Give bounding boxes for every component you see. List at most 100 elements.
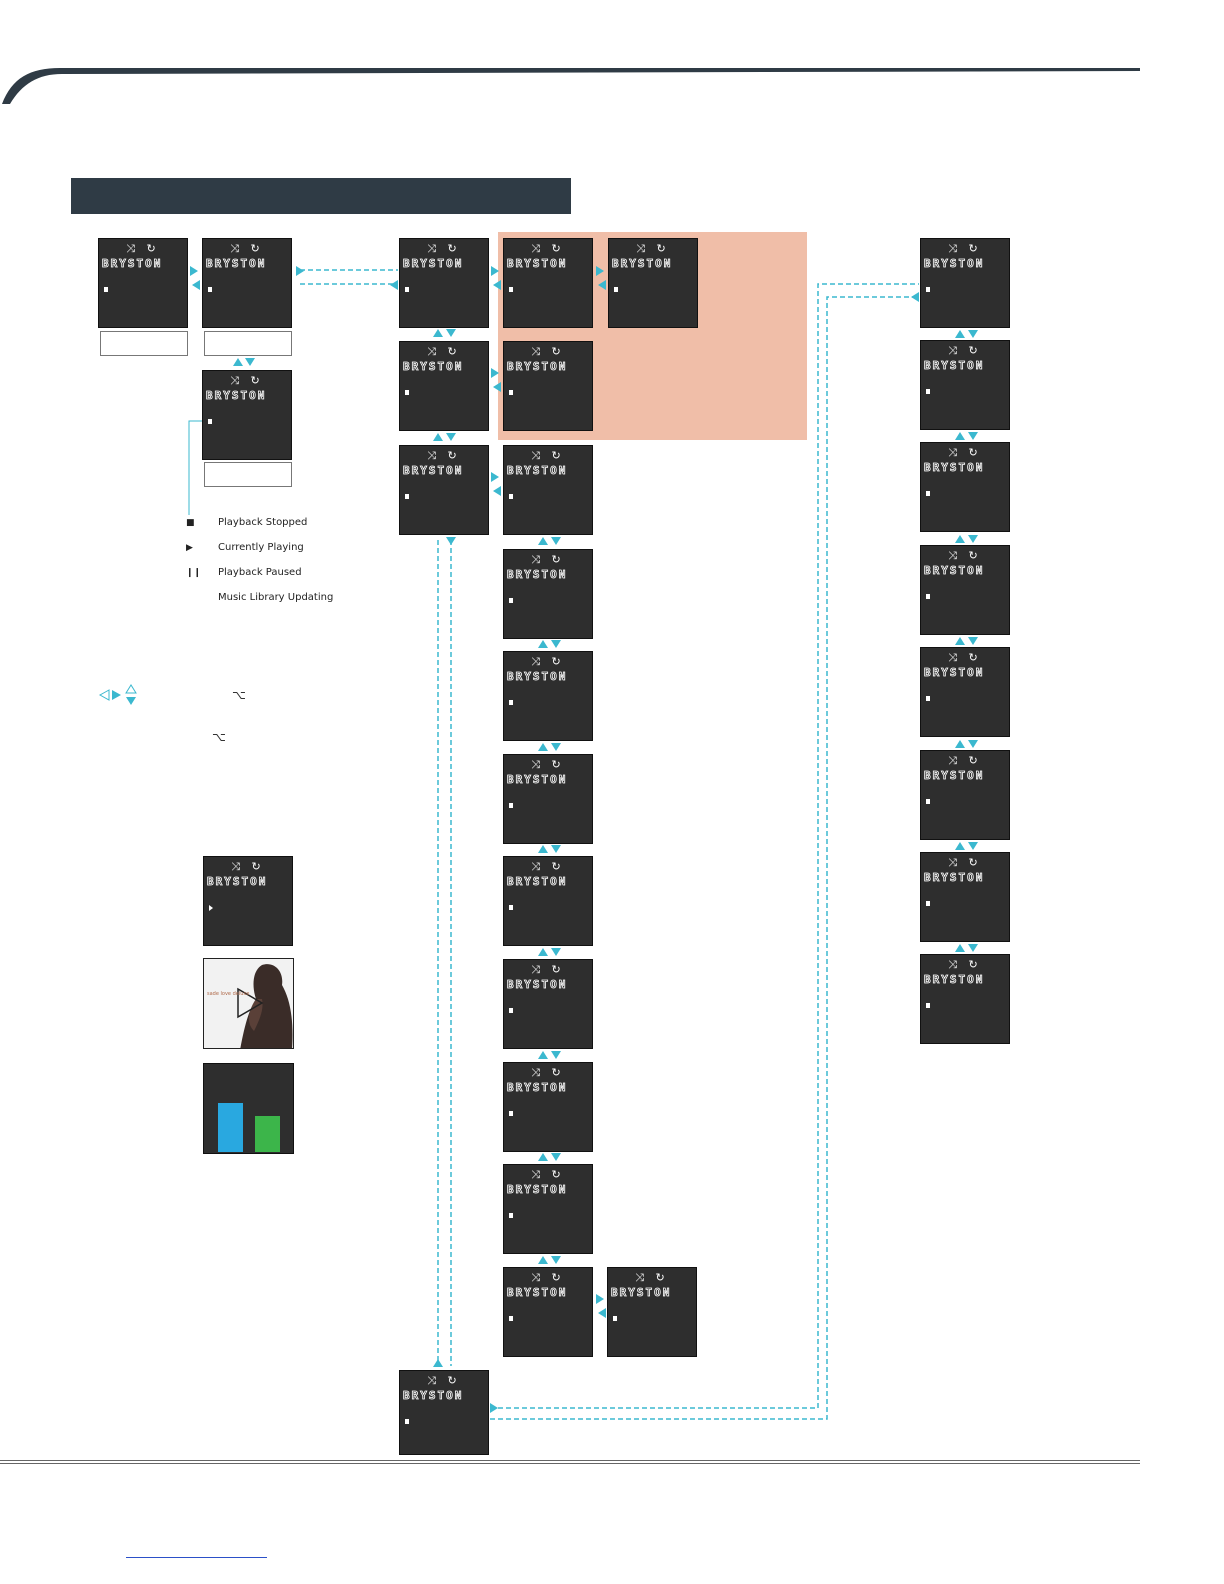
display-screen: ⤨ ↻ BRYSTON [920,238,1010,328]
brand-logo: BRYSTON [507,1081,568,1094]
legend-item-updating: Music Library Updating [186,591,333,605]
brand-logo: BRYSTON [924,871,985,884]
brand-logo: BRYSTON [207,875,268,888]
shuffle-repeat-icons: ⤨ ↻ [427,1374,461,1387]
shuffle-repeat-icons: ⤨ ↻ [531,553,565,566]
playing-indicator [209,905,213,911]
display-screen: ⤨ ↻ BRYSTON [608,238,698,328]
stopped-indicator [509,287,513,292]
shuffle-repeat-icons: ⤨ ↻ [230,374,264,387]
stopped-indicator [926,389,930,394]
brand-logo: BRYSTON [924,257,985,270]
brand-logo: BRYSTON [403,1389,464,1402]
shuffle-repeat-icons: ⤨ ↻ [948,549,982,562]
display-screen: ⤨ ↻ BRYSTON [503,238,593,328]
shuffle-repeat-icons: ⤨ ↻ [427,242,461,255]
label-box [100,331,188,356]
stopped-indicator [926,901,930,906]
legend-label: Currently Playing [218,542,304,553]
display-screen: ⤨ ↻ BRYSTON [920,340,1010,430]
brand-logo: BRYSTON [507,978,568,991]
shuffle-repeat-icons: ⤨ ↻ [531,242,565,255]
shuffle-repeat-icons: ⤨ ↻ [948,958,982,971]
display-screen: ⤨ ↻ BRYSTON [202,370,292,460]
display-screen: ⤨ ↻ BRYSTON [399,238,489,328]
brand-logo: BRYSTON [924,359,985,372]
green-level-bar [255,1116,280,1152]
option-key-icon: ⌥ [232,688,246,702]
display-screen: ⤨ ↻ BRYSTON [607,1267,697,1357]
header-swoosh [2,68,1140,104]
stopped-indicator [926,799,930,804]
shuffle-repeat-icons: ⤨ ↻ [531,655,565,668]
shuffle-repeat-icons: ⤨ ↻ [531,758,565,771]
legend-item-paused: ❙❙ Playback Paused [186,566,302,580]
arrow-navigation-icon [98,684,137,705]
footer-divider [0,1460,1140,1461]
label-box [204,462,292,487]
legend-label: Playback Paused [218,567,302,578]
brand-logo: BRYSTON [924,564,985,577]
display-screen: ⤨ ↻ BRYSTON [503,1164,593,1254]
shuffle-repeat-icons: ⤨ ↻ [427,345,461,358]
shuffle-repeat-icons: ⤨ ↻ [948,242,982,255]
stopped-indicator [405,390,409,395]
display-screen: ⤨ ↻ BRYSTON [98,238,188,328]
display-screen: ⤨ ↻ BRYSTON [503,341,593,431]
stopped-indicator [405,1419,409,1424]
legend-label: Playback Stopped [218,517,308,528]
album-artist-text: sade love deluxe [207,991,250,997]
shuffle-repeat-icons: ⤨ ↻ [531,1271,565,1284]
stopped-indicator [208,287,212,292]
brand-logo: BRYSTON [507,257,568,270]
shuffle-repeat-icons: ⤨ ↻ [948,446,982,459]
level-meter [203,1063,294,1154]
brand-logo: BRYSTON [507,568,568,581]
pause-icon: ❙❙ [186,568,202,578]
shuffle-repeat-icons: ⤨ ↻ [948,344,982,357]
play-icon: ▶ [186,543,193,553]
shuffle-repeat-icons: ⤨ ↻ [427,449,461,462]
footer-divider [0,1463,1140,1464]
display-screen: ⤨ ↻ BRYSTON [920,647,1010,737]
stopped-indicator [509,598,513,603]
stopped-indicator [614,287,618,292]
brand-logo: BRYSTON [611,1286,672,1299]
shuffle-repeat-icons: ⤨ ↻ [635,1271,669,1284]
display-screen: ⤨ ↻ BRYSTON [503,754,593,844]
display-screen: ⤨ ↻ BRYSTON [399,341,489,431]
stopped-indicator [509,905,513,910]
display-screen: ⤨ ↻ BRYSTON [202,238,292,328]
stopped-indicator [926,1003,930,1008]
shuffle-repeat-icons: ⤨ ↻ [531,860,565,873]
shuffle-repeat-icons: ⤨ ↻ [636,242,670,255]
stopped-indicator [926,491,930,496]
legend-label: Music Library Updating [218,592,334,603]
display-screen-playing: ⤨ ↻ BRYSTON [203,856,293,946]
display-screen: ⤨ ↻ BRYSTON [503,549,593,639]
stopped-indicator [509,803,513,808]
stopped-indicator [104,287,108,292]
stopped-indicator [509,700,513,705]
album-art: sade love deluxe [203,958,294,1049]
brand-logo: BRYSTON [206,257,267,270]
footer-link-underline[interactable] [126,1557,267,1558]
display-screen: ⤨ ↻ BRYSTON [399,1370,489,1455]
brand-logo: BRYSTON [507,464,568,477]
shuffle-repeat-icons: ⤨ ↻ [531,1066,565,1079]
stop-icon: ■ [186,518,195,528]
brand-logo: BRYSTON [612,257,673,270]
brand-logo: BRYSTON [507,773,568,786]
display-screen: ⤨ ↻ BRYSTON [503,1062,593,1152]
brand-logo: BRYSTON [403,360,464,373]
display-screen: ⤨ ↻ BRYSTON [503,445,593,535]
stopped-indicator [509,1111,513,1116]
brand-logo: BRYSTON [507,670,568,683]
stopped-indicator [613,1316,617,1321]
shuffle-repeat-icons: ⤨ ↻ [126,242,160,255]
display-screen: ⤨ ↻ BRYSTON [503,651,593,741]
display-screen: ⤨ ↻ BRYSTON [503,1267,593,1357]
brand-logo: BRYSTON [403,464,464,477]
album-art-image [204,959,293,1048]
display-screen: ⤨ ↻ BRYSTON [920,852,1010,942]
